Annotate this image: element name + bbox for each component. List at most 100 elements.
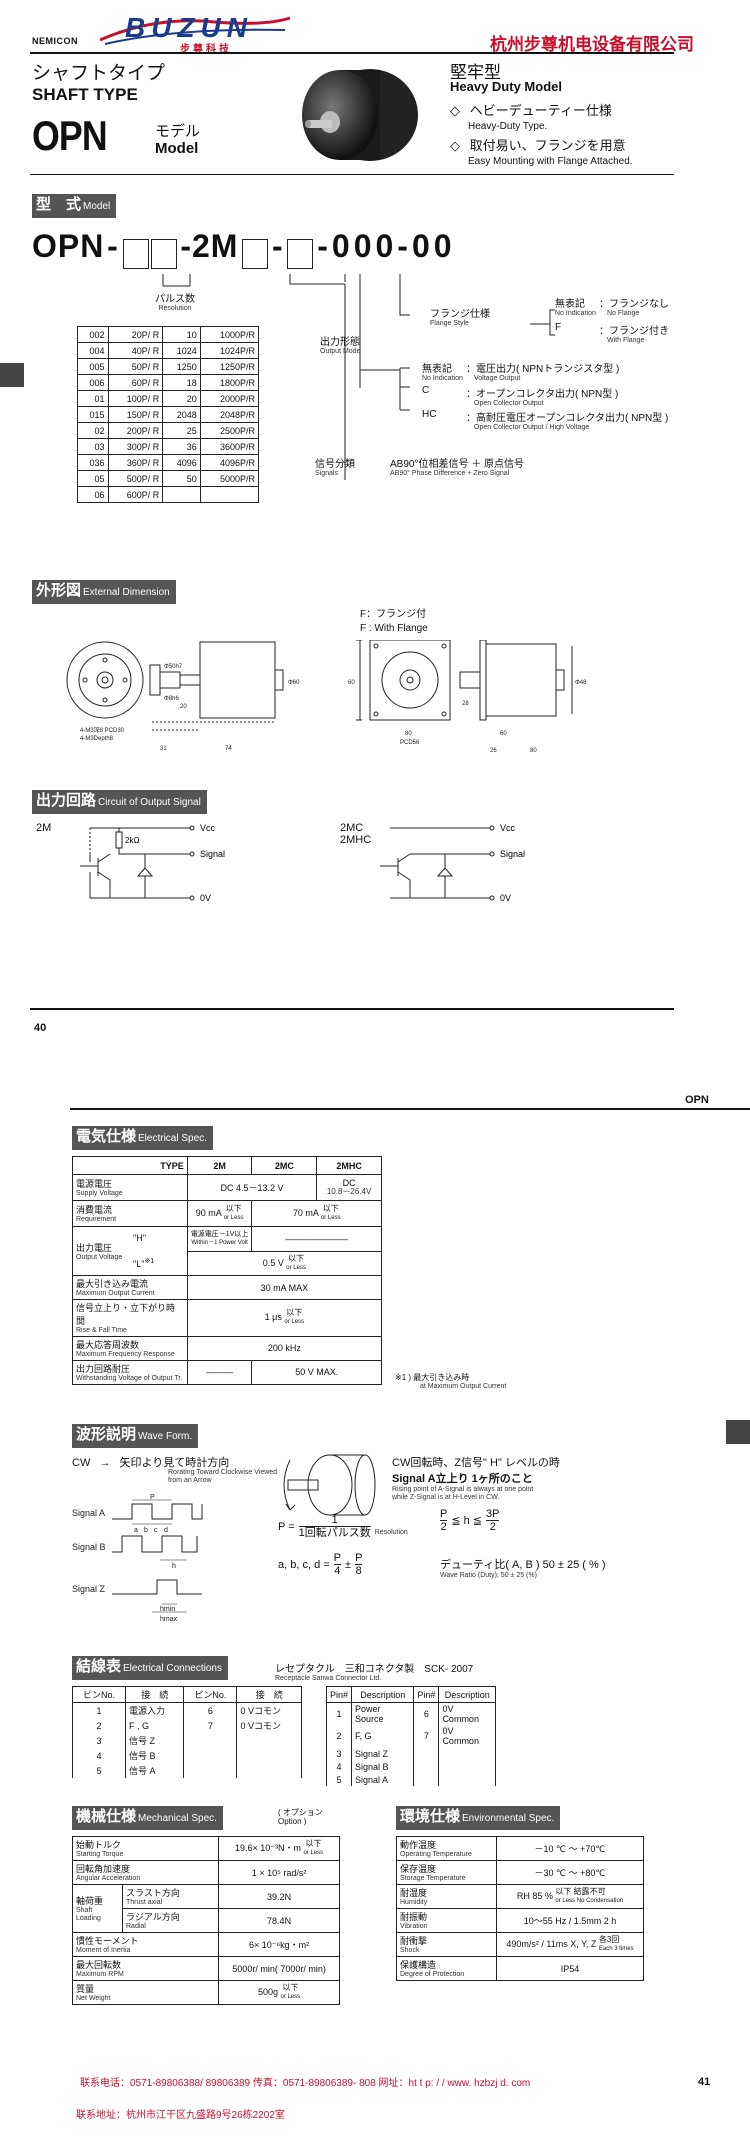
- connection-cell: 電源入力: [124, 1702, 185, 1718]
- resolution-cell: 1024P/R: [199, 342, 260, 359]
- connection-cell: [183, 1763, 238, 1778]
- model-en: Model: [155, 140, 199, 157]
- col-2mhc: 2MHC: [316, 1156, 382, 1175]
- duty-jp: デューティ比( A, B ) 50 ± 25 ( % ): [440, 1559, 606, 1571]
- resolution-cell: 20P/ R: [107, 326, 164, 343]
- signal-jp: 信号分類: [315, 459, 355, 470]
- connections-title-jp: 結線表: [76, 1658, 122, 1675]
- output-en: Output Mode: [320, 348, 361, 355]
- resolution-cell: 60P/ R: [107, 374, 164, 391]
- resolution-cell: 1024: [162, 342, 201, 359]
- feature-1-en: Heavy-Duty Type.: [468, 121, 548, 132]
- desc-en-2: while Z-Signal is at H-Level in CW.: [392, 1493, 500, 1501]
- dim-label-74: 74: [225, 746, 232, 752]
- buzun-logo: BUZUN 步尊科技: [95, 10, 295, 55]
- resolution-cell: [199, 486, 260, 503]
- option-label: ：高耐圧電圧オープンコレクタ出力( NPN型 ): [466, 413, 669, 425]
- resolution-cell: 1250P/R: [199, 358, 260, 375]
- resolution-cell: 004: [77, 342, 109, 359]
- right-0v: 0V: [500, 893, 511, 903]
- resolution-cell: 18: [162, 374, 201, 391]
- code-box-1: [122, 239, 149, 270]
- dim-label-pcd: 4-M3深8 PCD30: [80, 726, 125, 734]
- lbl-c: c: [154, 1527, 158, 1534]
- model-code-line: OPN - -2M - -000-00: [32, 228, 456, 270]
- connection-cell: 信号 Z: [124, 1733, 185, 1748]
- company-name: 杭州步尊机电设备有限公司: [490, 35, 694, 54]
- encoder-photo: [302, 69, 418, 161]
- connection-cell: 1: [325, 1702, 353, 1725]
- lbl-d: d: [164, 1527, 168, 1534]
- nemicon-logo: NEMICON: [32, 36, 78, 46]
- connection-cell: [183, 1733, 238, 1748]
- output-label: 出力形態 Output Mode: [320, 333, 360, 356]
- connection-cell: [236, 1763, 302, 1778]
- side-tab-right: [726, 1420, 750, 1444]
- lbl-p: P: [150, 1494, 155, 1501]
- footer-address: 联系地址：杭州市江干区九盛路9号26栋2202室: [76, 2110, 285, 2121]
- connection-cell: Signal Z: [351, 1747, 415, 1760]
- resolution-cell: 1250: [162, 358, 201, 375]
- dim-label-phi60: Φ60: [288, 680, 300, 686]
- right-vcc: Vcc: [500, 823, 516, 833]
- page2-label: OPN: [685, 1094, 709, 1106]
- option-code-en: No Indication: [555, 310, 596, 317]
- connection-cell: 6: [413, 1702, 440, 1725]
- resolution-cell: 05: [77, 470, 109, 487]
- header-bottom-rule: [30, 174, 674, 175]
- dimension-title-jp: 外形図: [36, 582, 82, 599]
- connection-cell: [438, 1747, 496, 1760]
- code-box-3: [242, 239, 269, 270]
- connection-cell: 1: [72, 1702, 126, 1718]
- resolution-cell: 01: [77, 390, 109, 407]
- waveform-diagram: Signal A Signal B Signal Z P a b c d h h…: [72, 1494, 203, 1623]
- connection-cell: 7: [413, 1725, 440, 1747]
- buzun-swoosh-icon: [99, 16, 291, 45]
- dim-label-26: 26: [490, 748, 497, 754]
- page2-top-rule: [70, 1108, 750, 1110]
- resolution-cell: 10: [162, 326, 201, 343]
- signal-desc-jp: AB90°位相差信号 ＋ 原点信号: [390, 459, 525, 470]
- resolution-cell: 002: [77, 326, 109, 343]
- dim-label-20: 20: [180, 704, 187, 710]
- option-code: C: [422, 384, 430, 396]
- connection-head-cell: Description: [438, 1686, 496, 1703]
- resolution-cell: 2000P/R: [199, 390, 260, 407]
- electrical-note: ※1 ) 最大引き込み時 at Maximum Output Current: [395, 1372, 506, 1391]
- resolution-cell: 036: [77, 454, 109, 471]
- resolution-cell: 100P/ R: [107, 390, 164, 407]
- dim-label-28: 28: [462, 701, 469, 707]
- cw-label: CW: [72, 1457, 91, 1469]
- connection-head-cell: ピンNo.: [183, 1686, 238, 1703]
- circuit-right-diagram: Vcc Signal 0V: [380, 823, 525, 903]
- resolution-cell: 2500P/R: [199, 422, 260, 439]
- option-code: 無表記: [555, 299, 585, 310]
- env-value: IP54: [496, 1956, 644, 1981]
- feature-2-jp: 取付易い、フランジを用意: [469, 138, 626, 153]
- option-code: HC: [422, 409, 437, 421]
- type-title-en: Model: [83, 201, 111, 212]
